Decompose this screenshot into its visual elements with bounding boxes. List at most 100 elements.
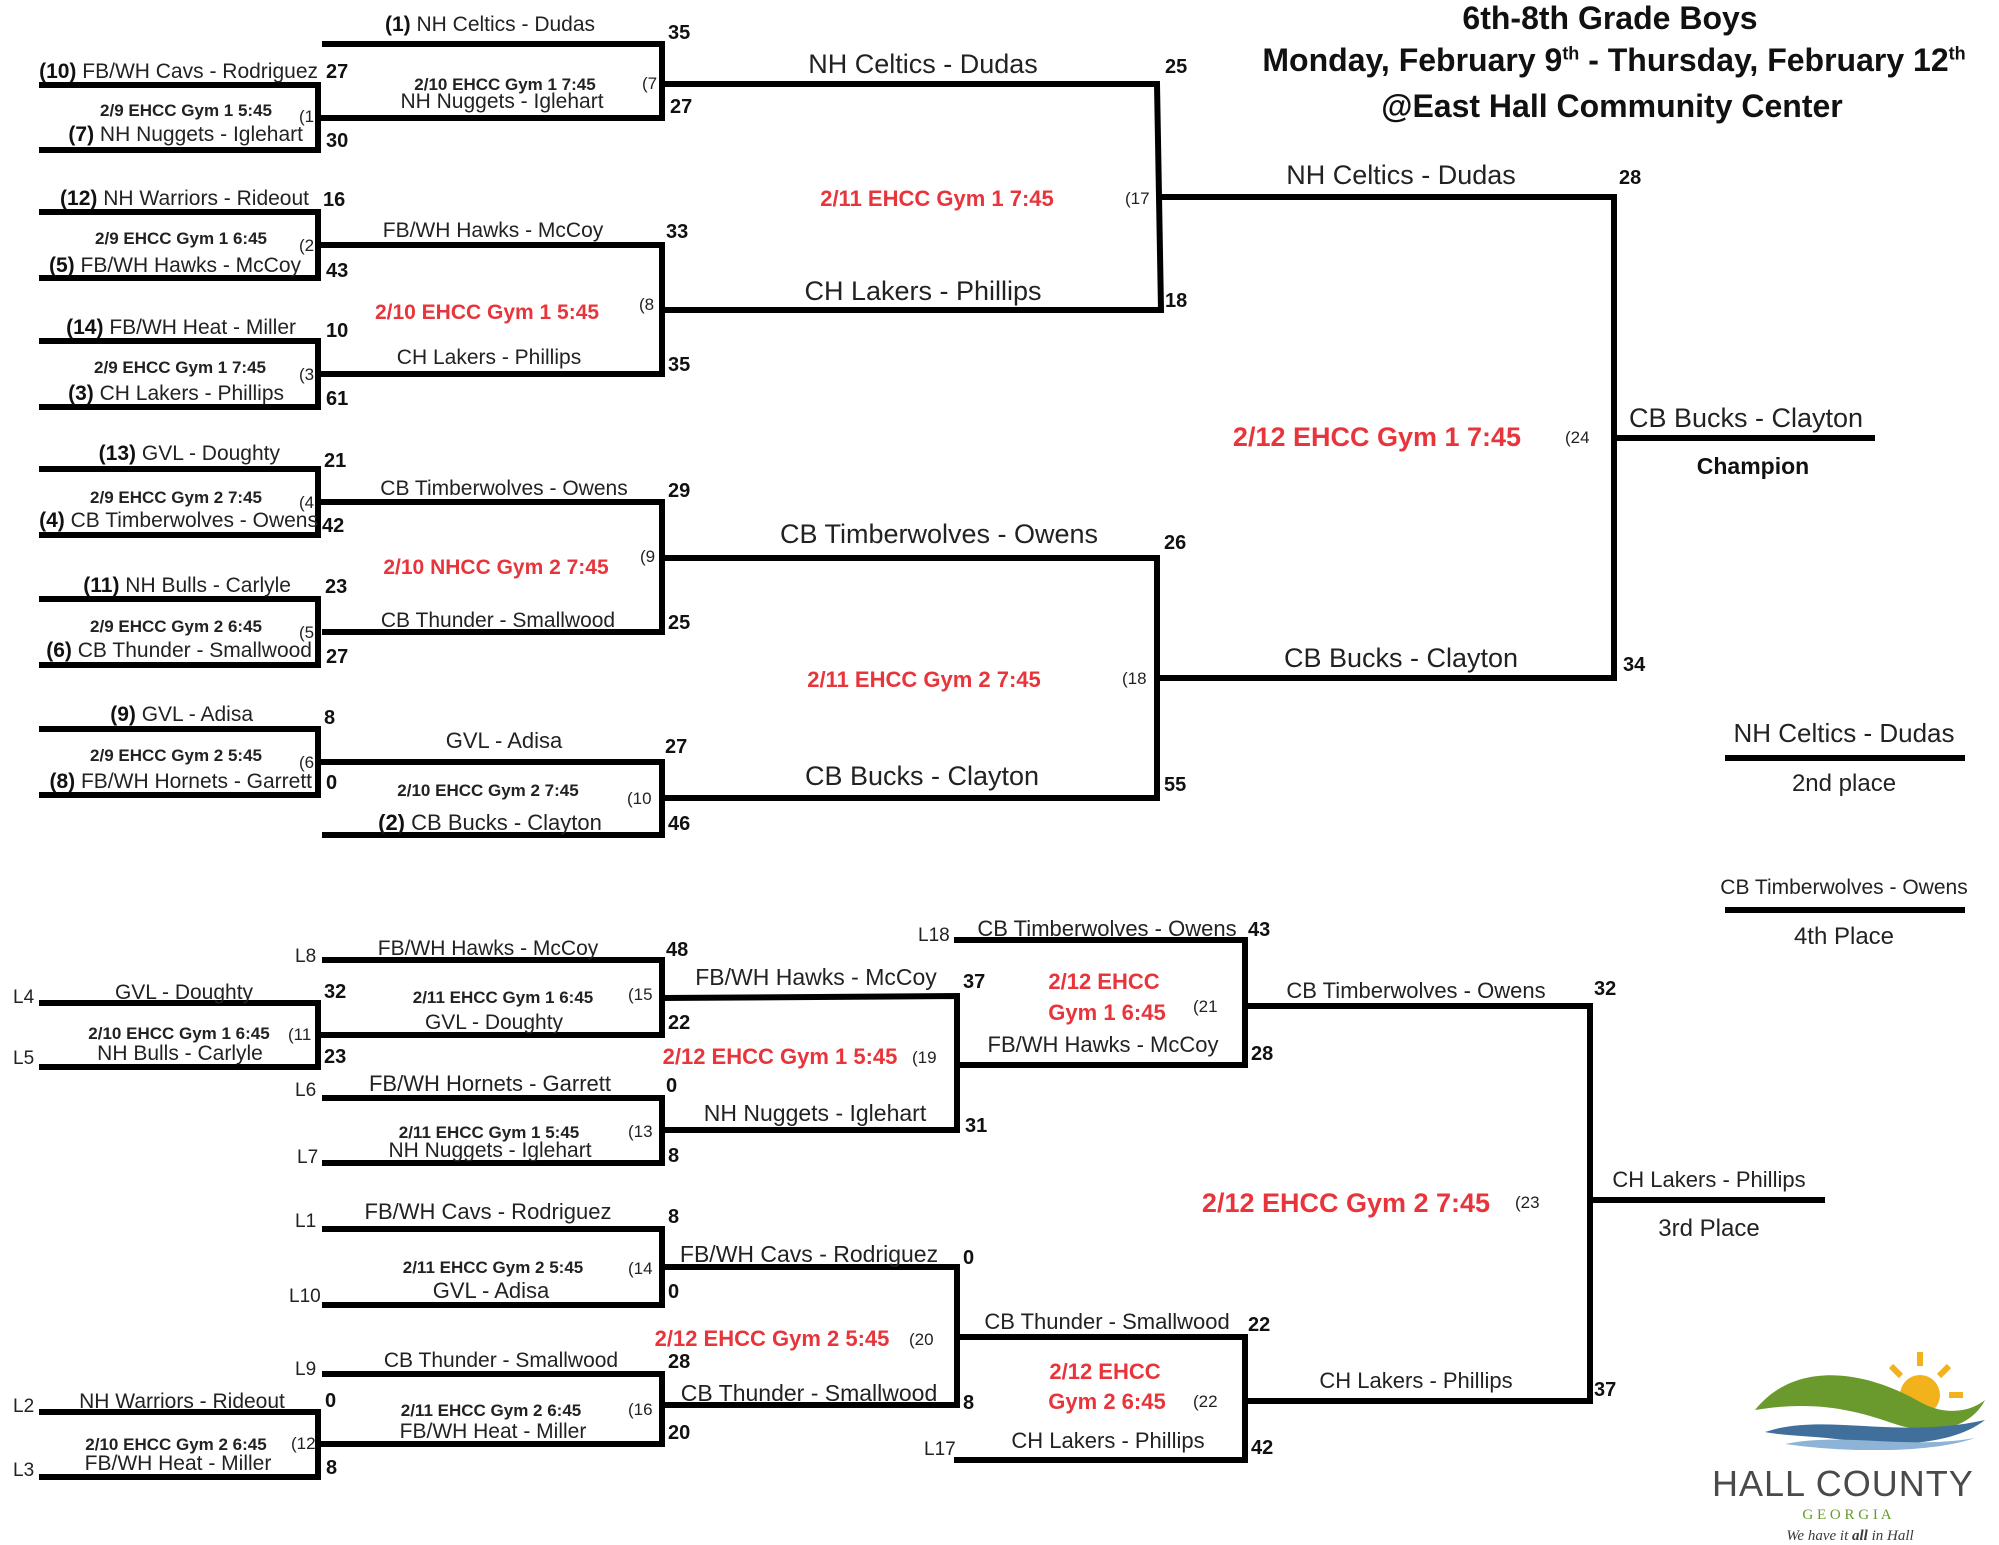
game-number: (20 [909, 1330, 934, 1349]
score: 27 [670, 96, 693, 118]
score: 34 [1623, 654, 1646, 676]
loser-ref: L10 [289, 1286, 321, 1307]
team-label: (10) FB/WH Cavs - Rodriguez [39, 60, 318, 83]
game-number: (6 [299, 753, 315, 772]
score: 55 [1164, 774, 1187, 796]
logo-mark-icon [1755, 1352, 1985, 1450]
score: 43 [1248, 919, 1271, 941]
team-label: FB/WH Cavs - Rodriguez [364, 1199, 612, 1224]
match-line [322, 1371, 665, 1447]
score: 22 [1248, 1314, 1271, 1336]
score: 21 [324, 450, 347, 472]
team-label: (3) CH Lakers - Phillips [68, 382, 284, 405]
team-label: CH Lakers - Phillips [1319, 1368, 1513, 1393]
team-label: GVL - Adisa [445, 728, 563, 753]
game-info: 2/12 EHCC Gym 2 5:45 [654, 1326, 890, 1351]
team-label: FB/WH Hawks - McCoy [377, 937, 599, 960]
team-label: (12) NH Warriors - Rideout [60, 187, 309, 210]
score: 16 [323, 189, 346, 211]
game-info: 2/10 NHCC Gym 2 7:45 [383, 556, 609, 579]
game-info: 2/9 EHCC Gym 1 5:45 [100, 101, 272, 120]
score: 27 [326, 61, 349, 83]
team-label: NH Celtics - Dudas [1286, 160, 1516, 190]
game-number: (14 [628, 1259, 653, 1278]
fourth-place-team: CB Timberwolves - Owens [1720, 876, 1968, 899]
game-info: 2/10 EHCC Gym 2 7:45 [397, 781, 579, 800]
team-label: (11) NH Bulls - Carlyle [83, 574, 291, 597]
game-number: (5 [299, 623, 315, 642]
third-place-label: 3rd Place [1658, 1215, 1760, 1242]
date-range: Monday, February 9th - Thursday, Februar… [1262, 42, 1966, 78]
game-info: 2/11 EHCC Gym 2 7:45 [807, 667, 1041, 692]
score: 8 [963, 1392, 975, 1414]
third-place-team: CH Lakers - Phillips [1612, 1167, 1806, 1192]
score: 22 [668, 1012, 691, 1034]
game-info: 2/11 EHCC Gym 1 6:45 [412, 988, 594, 1007]
game-number: (19 [912, 1048, 937, 1067]
team-label: (13) GVL - Doughty [98, 442, 280, 465]
match-line [954, 937, 1248, 1068]
game-info: 2/11 EHCC Gym 2 5:45 [402, 1258, 584, 1277]
game-info: 2/10 EHCC Gym 1 6:45 [88, 1024, 270, 1043]
game-info: 2/9 EHCC Gym 1 7:45 [94, 358, 266, 377]
team-label: (7) NH Nuggets - Iglehart [68, 123, 303, 146]
game-number: (8 [639, 295, 655, 314]
score: 8 [326, 1457, 338, 1479]
score: 37 [963, 971, 986, 993]
game-number: (24 [1565, 428, 1590, 447]
team-label: CB Timberwolves - Owens [1286, 978, 1546, 1003]
score: 32 [324, 981, 347, 1003]
score: 48 [666, 939, 689, 961]
logo-name: HALL COUNTY [1712, 1463, 1974, 1504]
game-info: 2/11 EHCC Gym 1 7:45 [820, 186, 1054, 211]
game-info: 2/12 EHCC [1048, 969, 1160, 994]
venue: @East Hall Community Center [1381, 88, 1843, 124]
score: 46 [668, 813, 691, 835]
score: 25 [1165, 56, 1188, 78]
team-label: CH Lakers - Phillips [396, 346, 582, 369]
game-info: 2/10 EHCC Gym 1 5:45 [374, 301, 600, 324]
score: 0 [963, 1247, 975, 1269]
game-info: 2/9 EHCC Gym 2 7:45 [90, 488, 262, 507]
match-line [1242, 1003, 1593, 1404]
champion-label: Champion [1696, 453, 1810, 479]
team-label: (4) CB Timberwolves - Owens [39, 509, 318, 532]
score: 27 [665, 736, 688, 758]
team-label: NH Nuggets - Iglehart [703, 1100, 927, 1126]
team-label: NH Nuggets - Iglehart [400, 90, 604, 113]
score: 37 [1594, 1379, 1617, 1401]
team-label: (1) NH Celtics - Dudas [384, 13, 596, 36]
game-info: 2/9 EHCC Gym 2 5:45 [90, 746, 262, 765]
game-number: (17 [1125, 189, 1150, 208]
game-info: 2/12 EHCC Gym 1 7:45 [1232, 422, 1522, 452]
team-label: NH Nuggets - Iglehart [388, 1139, 592, 1162]
loser-ref: L4 [13, 987, 35, 1008]
team-label: FB/WH Hawks - McCoy [987, 1032, 1219, 1057]
score: 23 [324, 1046, 347, 1068]
score: 28 [668, 1351, 691, 1373]
game-number: (22 [1193, 1392, 1218, 1411]
loser-ref: L8 [295, 946, 317, 967]
loser-ref: L5 [13, 1048, 35, 1069]
game-number: (16 [628, 1400, 653, 1419]
team-label: CB Bucks - Clayton [1283, 643, 1519, 673]
team-label: GVL - Adisa [432, 1278, 550, 1303]
team-label: CB Thunder - Smallwood [984, 1309, 1230, 1334]
score: 0 [325, 1390, 337, 1412]
team-label: FB/WH Hawks - McCoy [695, 964, 937, 990]
score: 28 [1251, 1043, 1274, 1065]
team-label: (2) CB Bucks - Clayton [378, 810, 602, 835]
team-label: CB Timberwolves - Owens [977, 916, 1237, 941]
team-label: (8) FB/WH Hornets - Garrett [49, 770, 312, 793]
game-number: (15 [628, 985, 653, 1004]
game-number: (9 [640, 547, 656, 566]
team-label: CB Timberwolves - Owens [779, 519, 1099, 549]
score: 43 [326, 260, 349, 282]
score: 35 [668, 22, 691, 44]
team-label: FB/WH Heat - Miller [84, 1452, 272, 1475]
score: 0 [326, 772, 338, 794]
team-label: CB Thunder - Smallwood [680, 1380, 938, 1406]
second-place-label: 2nd place [1791, 770, 1897, 797]
team-label: CB Thunder - Smallwood [380, 609, 616, 632]
